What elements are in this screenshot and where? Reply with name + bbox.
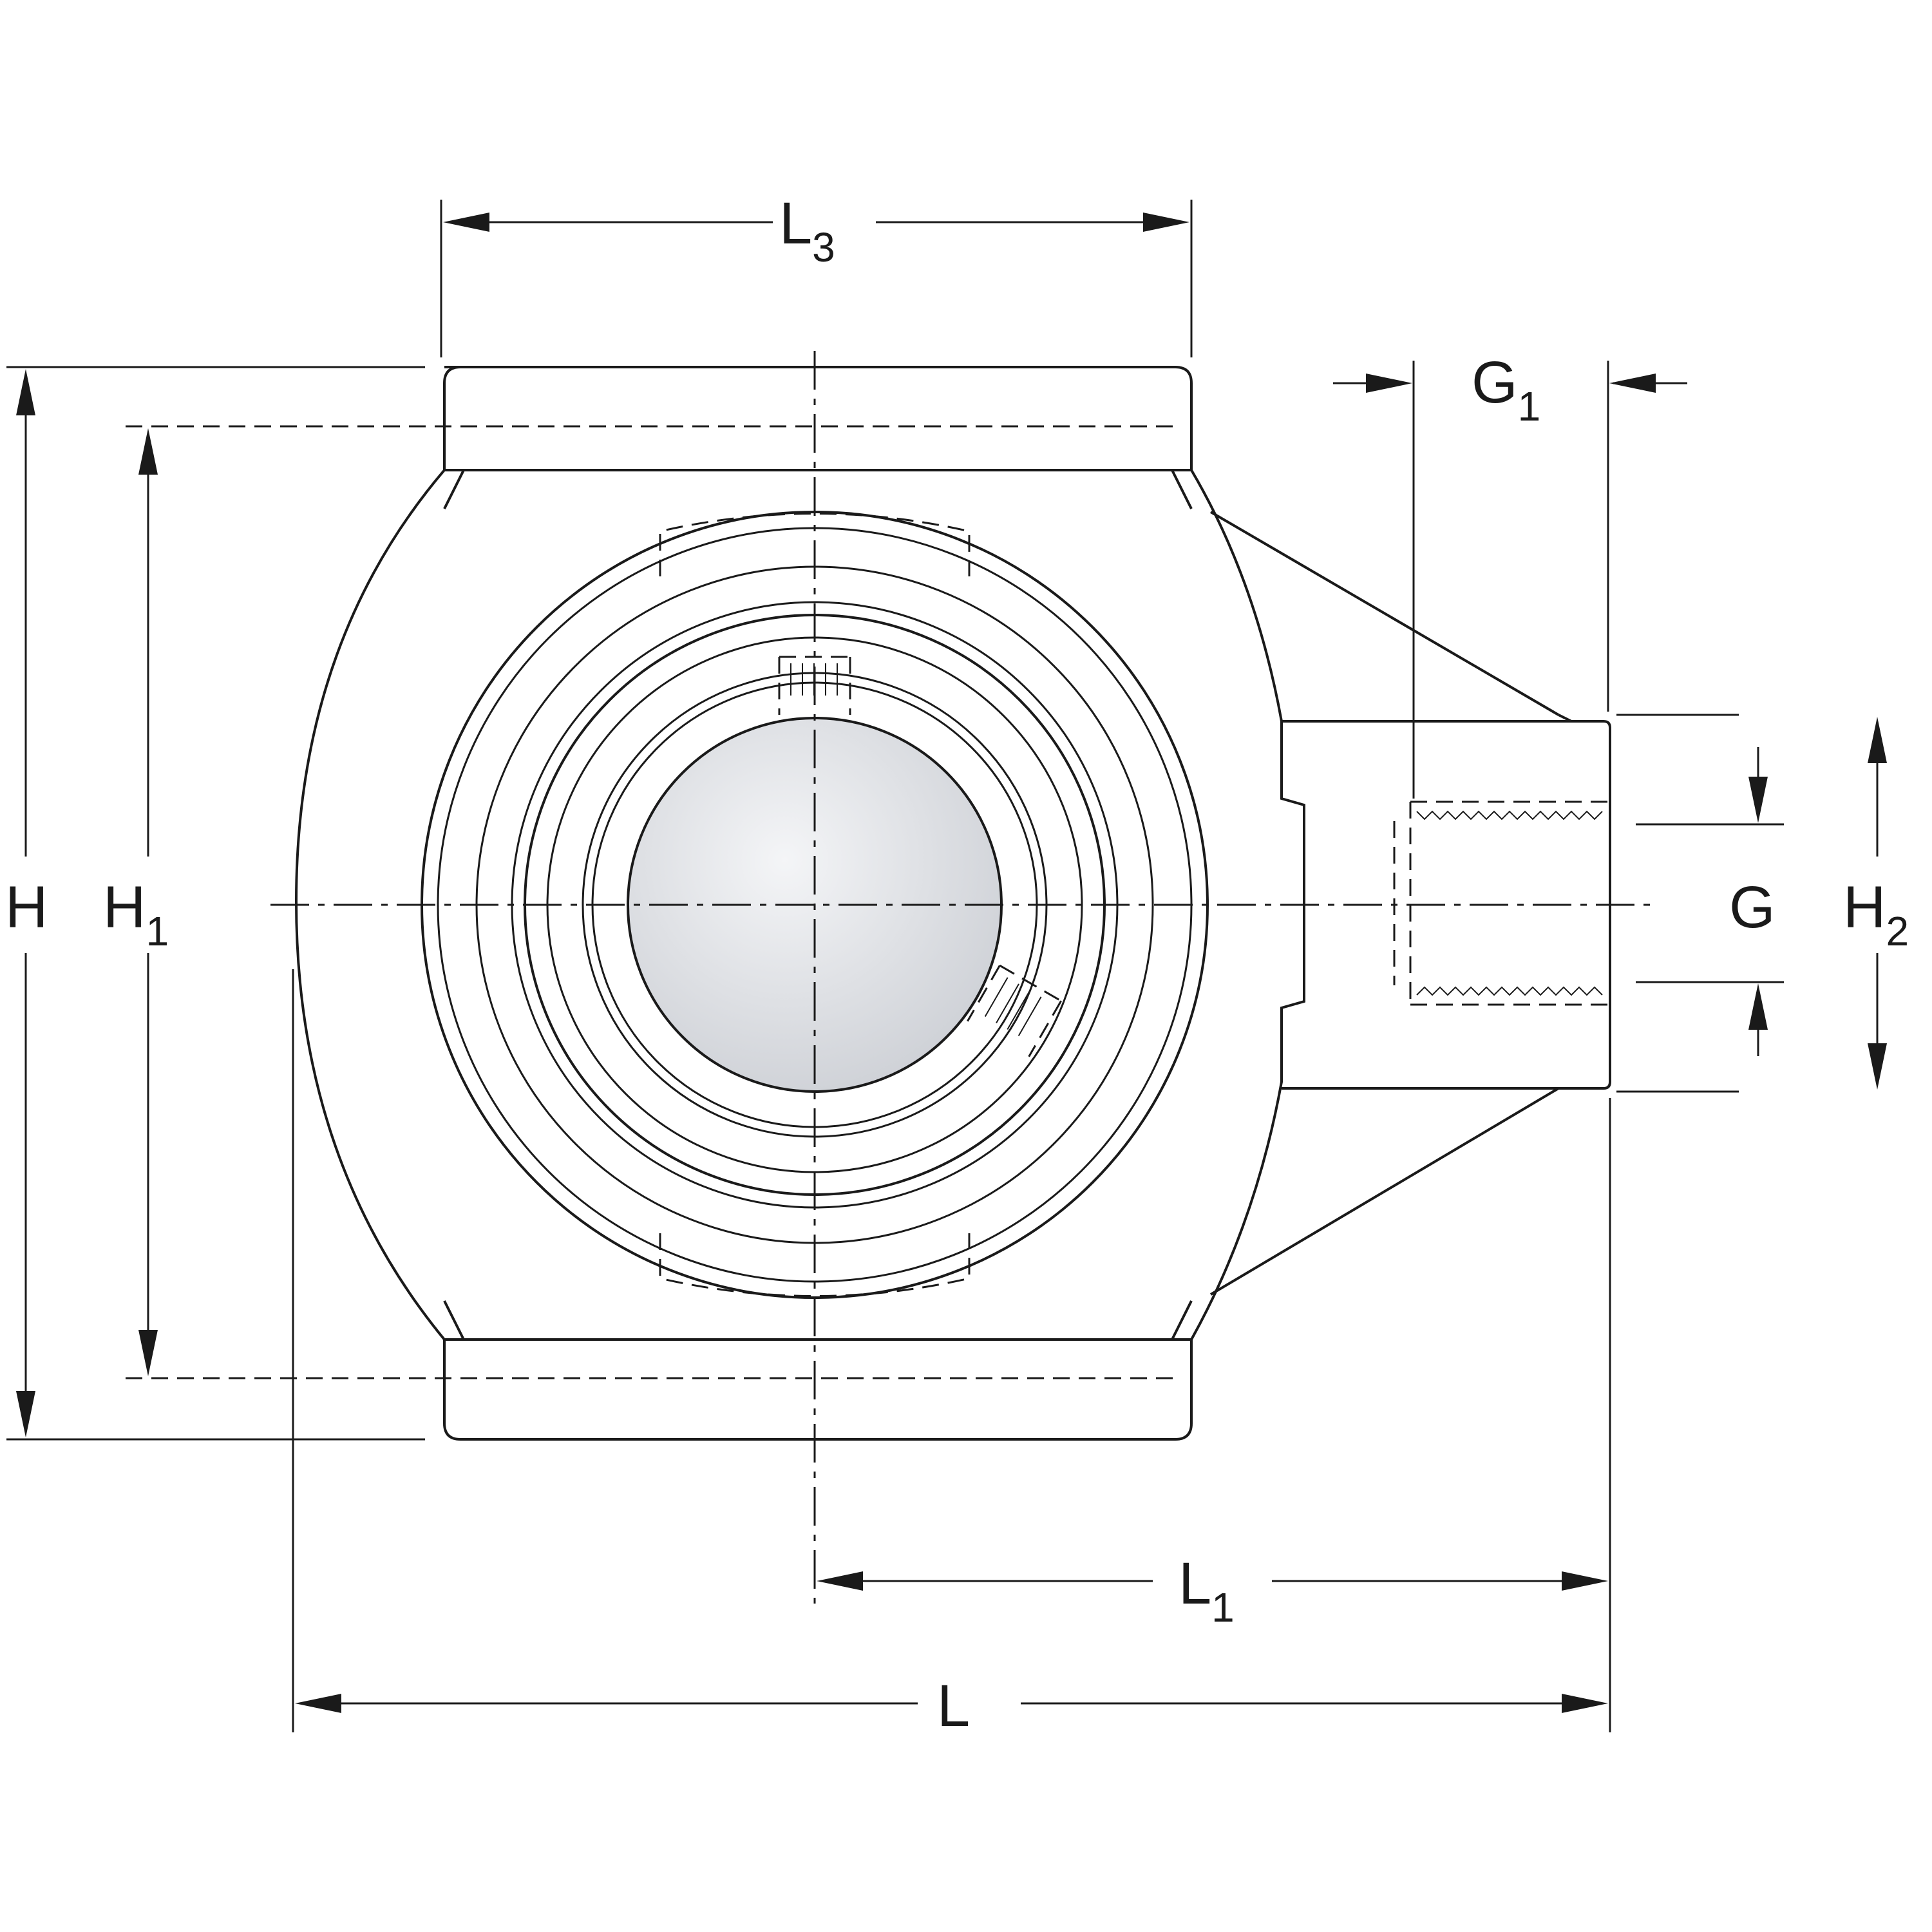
top-chamfer	[443, 469, 1193, 509]
threaded-hole	[1393, 800, 1610, 1006]
dim-label-G: G	[1729, 875, 1776, 940]
dim-label-G1: G1	[1472, 350, 1540, 430]
boss-step	[1558, 714, 1572, 1090]
body-right-side	[1190, 469, 1305, 1340]
top-race-pocket	[659, 513, 971, 576]
dim-label-H2: H2	[1843, 875, 1909, 954]
dim-label-H: H	[5, 875, 48, 940]
dim-label-L1: L1	[1179, 1551, 1235, 1631]
set-screw-lower	[967, 964, 1062, 1057]
boss-lower-arm	[1209, 1087, 1560, 1296]
dim-label-L3: L3	[779, 191, 835, 270]
thread-top	[1416, 810, 1603, 820]
bottom-chamfer	[443, 1300, 1193, 1340]
dim-label-H1: H1	[103, 875, 169, 954]
body-left-side	[294, 469, 446, 1341]
thread-bottom	[1416, 986, 1603, 996]
top-flange-outline	[443, 366, 1193, 471]
extension-lines	[6, 200, 1784, 1732]
boss-upper-arm	[1209, 511, 1560, 716]
arrowheads	[16, 213, 1887, 1713]
bottom-flange-outline	[443, 1338, 1193, 1441]
dim-label-L: L	[937, 1673, 970, 1739]
bottom-race-pocket	[659, 1233, 971, 1297]
